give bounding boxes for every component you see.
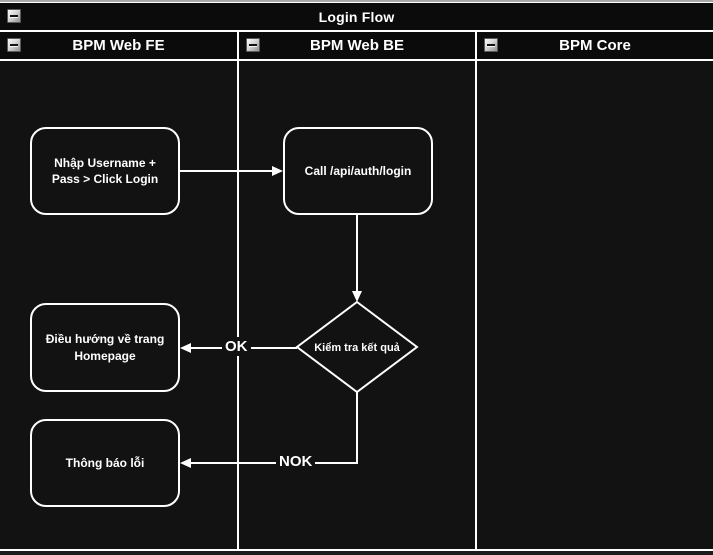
- node-input-login[interactable]: Nhập Username + Pass > Click Login: [30, 127, 180, 215]
- pool-title-divider: [0, 30, 713, 32]
- collapse-icon[interactable]: [484, 38, 498, 52]
- edge-check-to-error: [180, 392, 358, 468]
- lane-header-bpm-web-fe[interactable]: BPM Web FE: [0, 32, 237, 59]
- lane-header-row: BPM Web FE BPM Web BE BPM Core: [0, 32, 713, 59]
- pool-title: Login Flow: [318, 8, 395, 25]
- pool-bottom-border: [0, 549, 713, 551]
- lane-divider: [475, 61, 477, 549]
- edge-label-nok[interactable]: NOK: [276, 452, 316, 471]
- outer-canvas-strip: [0, 0, 713, 2]
- lane-label: BPM Web FE: [72, 37, 165, 54]
- node-label: Kiểm tra kết quả: [314, 342, 400, 354]
- node-call-api[interactable]: Call /api/auth/login: [283, 127, 433, 215]
- lane-label: BPM Core: [559, 37, 631, 54]
- node-label: Nhập Username + Pass > Click Login: [51, 155, 159, 186]
- lane-divider: [237, 31, 239, 59]
- node-label: Call /api/auth/login: [304, 163, 412, 178]
- pool-top-border: [0, 2, 713, 3]
- pool-title-bar[interactable]: Login Flow: [0, 3, 713, 30]
- lane-header-bpm-web-be[interactable]: BPM Web BE: [239, 32, 475, 59]
- node-label: Thông báo lỗi: [65, 455, 145, 470]
- node-check-result[interactable]: Kiểm tra kết quả: [302, 338, 412, 358]
- collapse-icon[interactable]: [246, 38, 260, 52]
- node-redirect-home[interactable]: Điều hướng về trang Homepage: [30, 303, 180, 392]
- lane-header-bpm-core[interactable]: BPM Core: [477, 32, 713, 59]
- lane-divider: [475, 31, 477, 59]
- outer-canvas-strip: [0, 551, 713, 555]
- edge-label-ok[interactable]: OK: [222, 337, 251, 356]
- node-label: Điều hướng về trang Homepage: [45, 332, 165, 363]
- collapse-icon[interactable]: [7, 9, 21, 23]
- node-error-message[interactable]: Thông báo lỗi: [30, 419, 180, 507]
- lane-header-bottom-border: [0, 59, 713, 61]
- collapse-icon[interactable]: [7, 38, 21, 52]
- lane-label: BPM Web BE: [310, 37, 404, 54]
- lane-divider: [237, 61, 239, 549]
